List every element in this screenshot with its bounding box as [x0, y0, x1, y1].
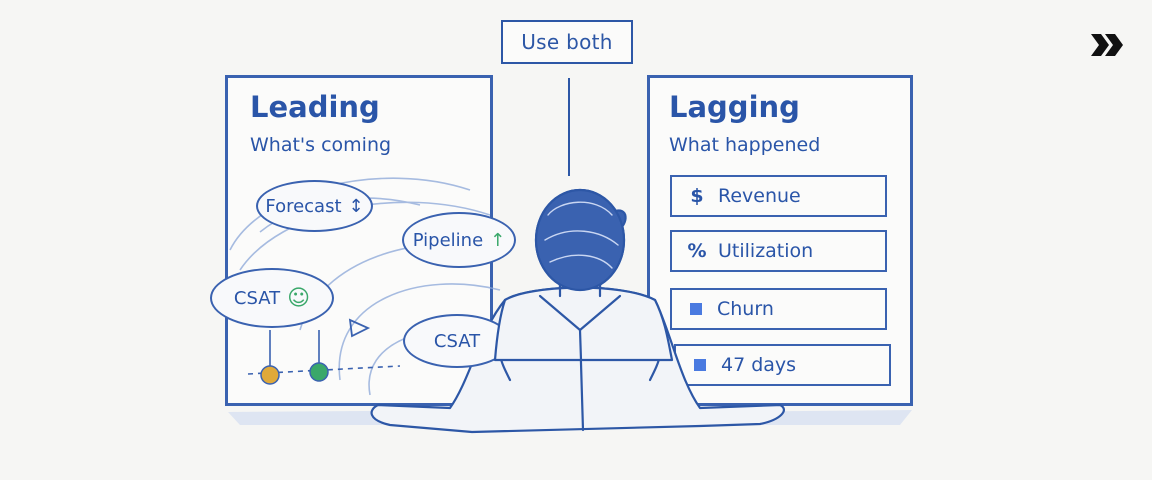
lagging-subtitle: What happened — [669, 134, 821, 156]
callout-connector — [568, 78, 570, 176]
use-both-callout: Use both — [501, 20, 633, 64]
square-icon — [690, 303, 702, 315]
metric-label: Utilization — [718, 240, 814, 262]
percent-icon: % — [687, 240, 707, 262]
forecast-bubble: Forecast ↕ — [256, 180, 373, 232]
dollar-icon: $ — [690, 185, 704, 207]
up-arrow-icon: ↑ — [490, 229, 506, 251]
metric-label: Revenue — [718, 185, 801, 207]
smiley-icon: ☺ — [287, 285, 311, 311]
bubble-label: CSAT — [233, 287, 281, 309]
csat-partial-bubble: CSAT — [403, 314, 511, 368]
metric-label: 47 days — [721, 354, 797, 376]
metric-utilization: % Utilization — [670, 230, 887, 272]
up-down-arrow-icon: ↕ — [348, 195, 364, 217]
metric-label: Churn — [717, 298, 774, 320]
square-icon — [694, 359, 706, 371]
csat-happy-bubble: CSAT ☺ — [210, 268, 334, 328]
lagging-title: Lagging — [669, 90, 800, 124]
timeline — [247, 318, 401, 385]
leading-title: Leading — [250, 90, 380, 124]
double-chevron-icon — [1091, 34, 1123, 56]
bubble-label: Forecast — [265, 195, 342, 217]
lagging-panel: Lagging What happened $ Revenue % Utiliz… — [647, 75, 913, 406]
leading-subtitle: What's coming — [250, 134, 392, 156]
yellow-dot — [260, 365, 280, 385]
metric-revenue: $ Revenue — [670, 175, 887, 217]
bubble-label: Pipeline — [412, 229, 484, 251]
pipeline-bubble: Pipeline ↑ — [402, 212, 516, 268]
metric-churn: Churn — [670, 288, 887, 330]
bubble-label: CSAT — [433, 330, 481, 352]
play-icon — [348, 318, 371, 338]
callout-label: Use both — [521, 30, 613, 54]
metric-days: 47 days — [674, 344, 891, 386]
green-dot — [309, 362, 329, 382]
